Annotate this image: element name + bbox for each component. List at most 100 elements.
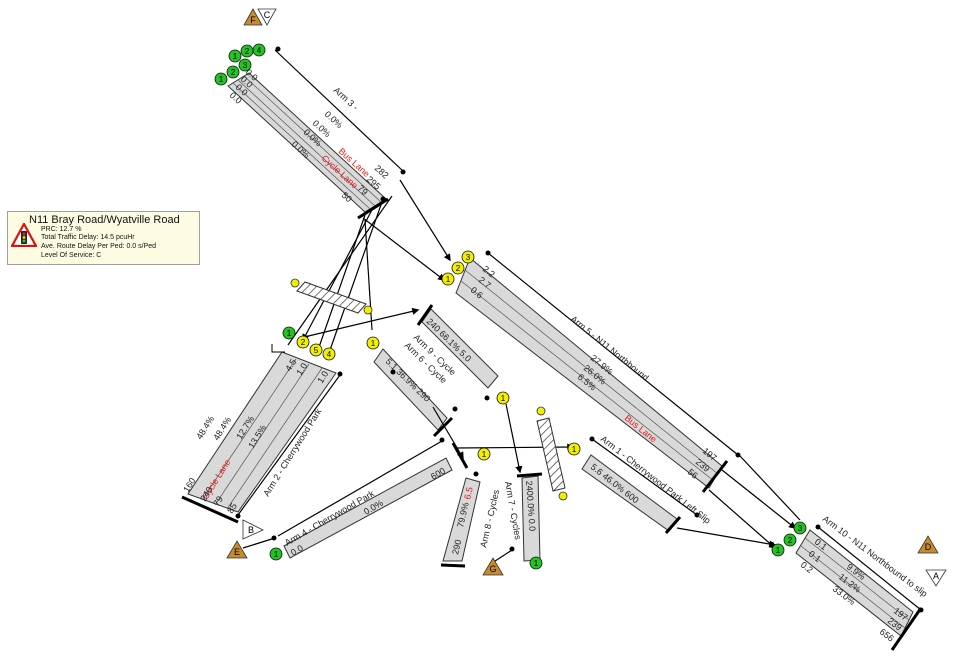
svg-text:A: A [933, 571, 939, 581]
arm-2-stopline [181, 495, 239, 524]
arm-5-flow-3: 56 [686, 467, 700, 481]
stage-circle[interactable]: 2 [240, 44, 254, 58]
arm-2[interactable]: Arm 2 - Cherrywood Park 4.5 1.0 1.0 48.4… [181, 344, 343, 524]
triangle-c[interactable]: C [257, 8, 277, 26]
signal-circle[interactable]: 2 [451, 261, 465, 275]
svg-text:5: 5 [314, 346, 319, 355]
arm-triangles: F C E B G D A [226, 8, 947, 587]
arm-6-lanes [373, 348, 448, 431]
ped-crossing-2 [536, 406, 568, 501]
stage-circle[interactable]: 3 [793, 521, 807, 535]
arm-7-values: 2400.0% 0.0 [524, 480, 538, 531]
arm-8-label: Arm 8 - Cycles [478, 488, 501, 548]
svg-text:C: C [264, 10, 271, 20]
svg-text:1: 1 [572, 445, 577, 454]
junction-title: N11 Bray Road/Wyatville Road [29, 214, 180, 226]
svg-text:3: 3 [798, 524, 803, 533]
svg-text:1: 1 [371, 339, 376, 348]
arm-9-lanes [421, 308, 499, 389]
arm-6[interactable]: Arm 6 - Cycle 5.1 36.9% 290 [373, 340, 458, 438]
stage-circles: 1 2 3 1 2 4 1 1 1 1 2 3 [214, 43, 807, 570]
ped-crossing-1 [290, 278, 373, 315]
svg-text:2: 2 [456, 264, 461, 273]
stage-circle[interactable]: 3 [238, 58, 252, 72]
svg-text:1: 1 [446, 275, 451, 284]
svg-text:4: 4 [327, 350, 332, 359]
svg-text:1: 1 [482, 450, 487, 459]
total-delay-value: Total Traffic Delay: 14.5 pcuHr [41, 234, 135, 241]
signal-circle[interactable]: 1 [441, 272, 455, 286]
svg-text:2: 2 [245, 47, 250, 56]
ped-delay-value: Ave. Route Delay Per Ped: 0.0 s/Ped [41, 243, 157, 250]
svg-text:1: 1 [501, 394, 506, 403]
stage-circle[interactable]: 1 [282, 326, 296, 340]
svg-text:2: 2 [231, 68, 236, 77]
triangle-e[interactable]: E [226, 540, 248, 559]
arm-8-red-value: 6.5 [462, 486, 475, 500]
signal-circle[interactable]: 5 [309, 343, 323, 357]
arm-10-lanes [795, 529, 914, 637]
arm-3-flow-3: 79 [356, 183, 370, 197]
arm-3-flow-4: 50 [340, 190, 354, 204]
arm-5-stopline [701, 460, 729, 493]
svg-text:1: 1 [233, 52, 238, 61]
triangle-d[interactable]: D [917, 535, 939, 554]
triangle-g[interactable]: G [482, 557, 504, 576]
prc-value: PRC: 12.7 % [41, 226, 82, 233]
arm-10[interactable]: Arm 10 - N11 Northbound to slip 0.1 0.1 … [795, 514, 929, 651]
arm-2-flow-3: 79 [211, 494, 225, 508]
svg-text:1: 1 [219, 75, 224, 84]
svg-text:2: 2 [788, 536, 793, 545]
stage-circle[interactable]: 1 [771, 543, 785, 557]
movement-links [242, 179, 801, 566]
svg-text:E: E [234, 547, 240, 557]
signal-circle[interactable]: 4 [322, 347, 336, 361]
signal-circle[interactable]: 3 [461, 250, 475, 264]
stage-circle[interactable]: 2 [783, 533, 797, 547]
signal-circle[interactable]: 1 [567, 442, 581, 456]
svg-text:1: 1 [287, 329, 292, 338]
arm-8-lanes [442, 477, 481, 562]
signal-circle[interactable]: 1 [477, 447, 491, 461]
svg-text:2: 2 [301, 338, 306, 347]
stage-circle[interactable]: 1 [228, 49, 242, 63]
arm-8[interactable]: 290 79.9% 6.5 Arm 8 - Cycles [440, 471, 501, 568]
svg-text:1: 1 [776, 546, 781, 555]
triangle-f[interactable]: F [243, 8, 263, 26]
svg-text:G: G [489, 564, 496, 574]
arm-8-flow: 290 [450, 539, 463, 556]
signal-circle[interactable]: 1 [496, 391, 510, 405]
level-of-service: Level Of Service: C [41, 252, 102, 259]
svg-text:B: B [248, 525, 254, 535]
svg-text:F: F [250, 15, 256, 25]
arm-4-lanes [283, 457, 453, 559]
arm-5[interactable]: Arm 5 - N11 Northbound 2.2 2.7 0.6 27.9%… [455, 250, 741, 493]
arm-2-flow-4: 85 [225, 501, 239, 515]
signal-circle[interactable]: 1 [366, 336, 380, 350]
arm-10-stopline [890, 607, 923, 651]
arm-7-label: Arm 7 - Cycles [503, 481, 523, 541]
traffic-signal-warning-icon [11, 223, 37, 247]
stage-circle[interactable]: 1 [214, 72, 228, 86]
svg-text:D: D [925, 542, 932, 552]
stage-circle[interactable]: 2 [226, 65, 240, 79]
stage-circle[interactable]: 1 [529, 556, 543, 570]
arm-9[interactable]: 240 66.1% 5.0 Arm 9 - Cycle [412, 304, 499, 401]
svg-text:3: 3 [466, 253, 471, 262]
stage-circle[interactable]: 4 [252, 43, 266, 57]
arm-3[interactable]: Arm 3 - 0.0 0.0 0.0 0.0 0.0% 0.0% 0.0% 0… [227, 46, 406, 220]
stage-circle[interactable]: 1 [269, 547, 283, 561]
signal-circles: 1 2 3 2 5 4 1 1 1 1 [296, 250, 581, 461]
triangle-a[interactable]: A [925, 569, 947, 587]
arm-7[interactable]: 2400.0% 0.0 Arm 7 - Cycles [503, 472, 543, 562]
arm-2-lanes [187, 351, 337, 513]
svg-text:4: 4 [257, 46, 262, 55]
triangle-b[interactable]: B [242, 519, 264, 540]
svg-text:1: 1 [274, 550, 279, 559]
junction-info-panel: N11 Bray Road/Wyatville Road PRC: 12.7 %… [7, 211, 200, 265]
svg-text:3: 3 [243, 61, 248, 70]
arm-4[interactable]: Arm 4 - Cherrywood Park 0.0 0.0% 600 [271, 437, 469, 559]
svg-text:1: 1 [534, 559, 539, 568]
signal-circle[interactable]: 2 [296, 335, 310, 349]
